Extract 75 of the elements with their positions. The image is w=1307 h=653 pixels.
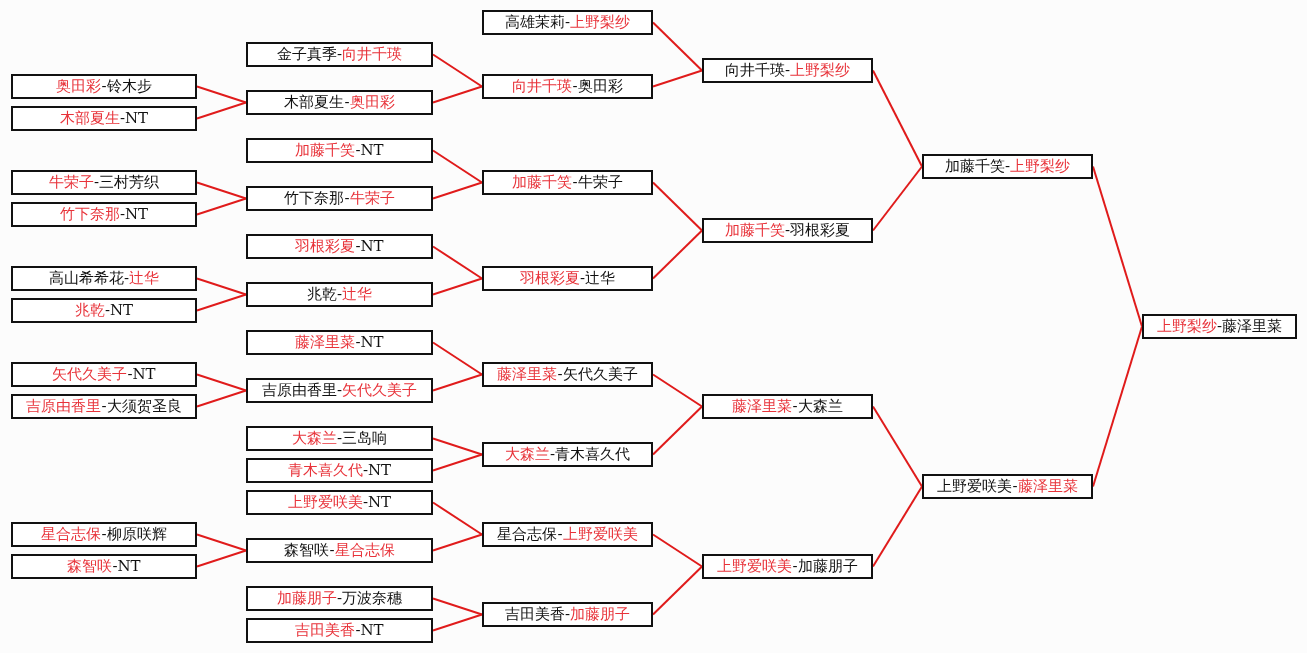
connector-line — [196, 549, 247, 568]
connector-line — [652, 229, 703, 280]
match-box: 吉原由香里-矢代久美子 — [246, 378, 433, 403]
connector-line — [652, 181, 703, 232]
match-box: 藤泽里菜-NT — [246, 330, 433, 355]
match-box: 藤泽里菜-大森兰 — [702, 394, 873, 419]
connector-line — [432, 453, 483, 472]
match-box: 牛荣子-三村芳织 — [11, 170, 197, 195]
match-box: 大森兰-三岛响 — [246, 426, 433, 451]
match-box: 吉田美香-加藤朋子 — [482, 602, 653, 627]
match-box: 加藤千笑-羽根彩夏 — [702, 218, 873, 243]
connector-line — [432, 181, 483, 200]
connector-line — [872, 165, 923, 232]
match-box: 竹下奈那-牛荣子 — [246, 186, 433, 211]
match-box: 高雄茉莉-上野梨纱 — [482, 10, 653, 35]
match-box: 矢代久美子-NT — [11, 362, 197, 387]
connector-line — [652, 21, 703, 72]
connector-line — [432, 437, 483, 456]
connector-line — [196, 293, 247, 312]
connector-line — [432, 85, 483, 104]
match-box: 星合志保-柳原咲辉 — [11, 522, 197, 547]
connector-line — [432, 533, 483, 552]
connector-line — [432, 53, 483, 88]
match-box: 星合志保-上野爱咲美 — [482, 522, 653, 547]
match-box: 木部夏生-NT — [11, 106, 197, 131]
match-box: 竹下奈那-NT — [11, 202, 197, 227]
match-box: 吉原由香里-大须贺圣良 — [11, 394, 197, 419]
connector-line — [432, 597, 483, 616]
match-box: 兆乾-辻华 — [246, 282, 433, 307]
connector-line — [196, 85, 247, 104]
match-box: 兆乾-NT — [11, 298, 197, 323]
connector-line — [196, 181, 247, 200]
match-box: 加藤千笑-上野梨纱 — [922, 154, 1093, 179]
connector-line — [872, 405, 923, 488]
match-box: 加藤朋子-万波奈穗 — [246, 586, 433, 611]
match-box: 羽根彩夏-NT — [246, 234, 433, 259]
connector-line — [652, 373, 703, 408]
match-box: 上野爱咲美-藤泽里菜 — [922, 474, 1093, 499]
match-box: 向井千瑛-奥田彩 — [482, 74, 653, 99]
match-box: 大森兰-青木喜久代 — [482, 442, 653, 467]
match-box: 吉田美香-NT — [246, 618, 433, 643]
connector-line — [872, 485, 923, 568]
match-box: 上野爱咲美-加藤朋子 — [702, 554, 873, 579]
match-box: 森智咲-NT — [11, 554, 197, 579]
connector-line — [196, 101, 247, 120]
connector-line — [196, 373, 247, 392]
connector-line — [432, 149, 483, 184]
connector-line — [196, 197, 247, 216]
connector-line — [652, 69, 703, 88]
match-box: 金子真季-向井千瑛 — [246, 42, 433, 67]
connector-line — [196, 533, 247, 552]
match-box: 上野爱咲美-NT — [246, 490, 433, 515]
match-box: 加藤千笑-NT — [246, 138, 433, 163]
match-box: 向井千瑛-上野梨纱 — [702, 58, 873, 83]
connector-line — [432, 245, 483, 280]
connector-line — [196, 389, 247, 408]
connector-line — [432, 501, 483, 536]
connector-line — [432, 277, 483, 296]
connector-line — [196, 277, 247, 296]
match-box: 加藤千笑-牛荣子 — [482, 170, 653, 195]
connector-line — [652, 533, 703, 568]
match-box: 藤泽里菜-矢代久美子 — [482, 362, 653, 387]
connector-line — [432, 341, 483, 376]
match-box: 奥田彩-铃木步 — [11, 74, 197, 99]
connector-line — [652, 405, 703, 456]
match-box: 羽根彩夏-辻华 — [482, 266, 653, 291]
match-box: 青木喜久代-NT — [246, 458, 433, 483]
connector-line — [432, 613, 483, 632]
match-box: 高山希希花-辻华 — [11, 266, 197, 291]
connector-line — [652, 565, 703, 616]
match-box: 森智咲-星合志保 — [246, 538, 433, 563]
connector-line — [872, 69, 923, 168]
match-box: 木部夏生-奥田彩 — [246, 90, 433, 115]
connector-line — [432, 373, 483, 392]
match-box: 上野梨纱-藤泽里菜 — [1142, 314, 1297, 339]
